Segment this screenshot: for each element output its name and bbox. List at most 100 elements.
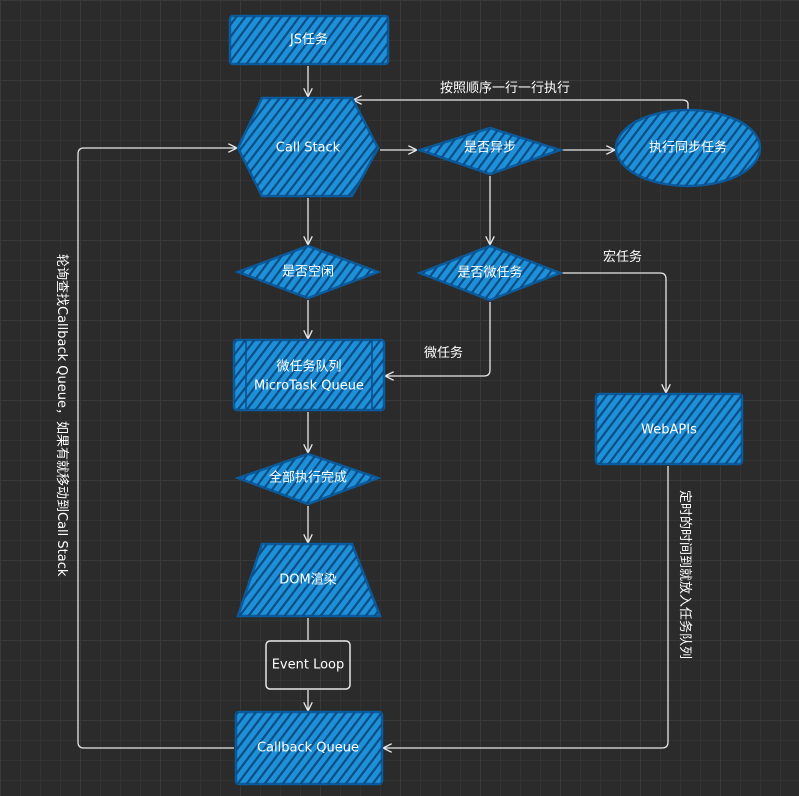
hatch-stroke — [395, 452, 435, 506]
node-callback-queue: Callback Queue — [234, 710, 384, 786]
hatch-stroke — [281, 712, 339, 784]
hatch-stroke — [335, 722, 382, 784]
hatch-stroke — [230, 16, 266, 64]
hatch-stroke — [400, 542, 458, 618]
hatch-stroke — [282, 98, 364, 196]
hatch-stroke — [727, 110, 760, 186]
hatch-stroke — [353, 16, 388, 64]
hatch-stroke — [751, 392, 799, 466]
hatch-stroke — [371, 41, 388, 64]
hatch-stroke — [774, 108, 799, 188]
hatch-stroke — [290, 16, 329, 64]
hatch-stroke — [596, 394, 609, 412]
hatch-stroke — [526, 392, 582, 466]
hatch-stroke — [389, 14, 427, 66]
hatch-stroke — [140, 96, 218, 198]
node-exec-sync: 执行同步任务 — [614, 108, 799, 188]
hatch-stroke — [374, 126, 411, 176]
hatch-stroke — [345, 98, 378, 196]
node-microtask-queue-label-1: 微任务队列 — [276, 359, 341, 375]
hatch-stroke — [238, 98, 274, 196]
hatch-stroke — [336, 98, 378, 196]
node-web-apis: WebAPIs — [526, 392, 799, 466]
hatch-stroke — [581, 126, 618, 176]
hatch-stroke — [238, 98, 301, 196]
hatch-stroke — [375, 244, 418, 302]
hatch-stroke — [318, 98, 378, 196]
hatch-stroke — [164, 338, 220, 412]
hatch-stroke — [778, 392, 799, 466]
label-microtask: 微任务 — [424, 345, 463, 361]
edge-webapis-to-cb — [384, 466, 669, 748]
hatch-stroke — [236, 712, 294, 784]
label-polling-note: 轮询查找Callback Queue，如果有就移动到Call Stack — [54, 254, 70, 577]
hatch-stroke — [234, 340, 256, 369]
hatch-stroke — [445, 542, 503, 618]
hatch-stroke — [285, 454, 329, 504]
hatch-stroke — [263, 340, 319, 410]
hatch-stroke — [344, 734, 382, 784]
hatch-stroke — [255, 98, 337, 196]
hatch-stroke — [308, 340, 364, 410]
hatch-stroke — [273, 98, 355, 196]
hatch-stroke — [413, 452, 453, 506]
hatch-stroke — [380, 53, 388, 64]
hatch-stroke — [326, 712, 382, 784]
hatch-stroke — [742, 392, 798, 466]
hatch-stroke — [643, 394, 699, 464]
hatch-stroke — [230, 16, 239, 28]
hatch-stroke — [245, 712, 303, 784]
hatch-stroke — [596, 394, 600, 400]
hatch-stroke — [234, 340, 265, 381]
hatch-stroke — [344, 16, 383, 64]
hatch-stroke — [434, 14, 472, 66]
hatch-stroke — [254, 16, 293, 64]
hatch-stroke — [327, 98, 378, 196]
hatch-stroke — [264, 98, 346, 196]
hatch-stroke — [607, 394, 663, 464]
hatch-stroke — [391, 542, 449, 618]
hatch-stroke — [416, 14, 454, 66]
hatch-stroke — [344, 357, 384, 410]
hatch-stroke — [236, 712, 258, 741]
hatch-stroke — [353, 544, 380, 616]
hatch-stroke — [418, 542, 476, 618]
hatch-stroke — [362, 544, 380, 616]
hatch-stroke — [175, 542, 233, 618]
hatch-stroke — [234, 340, 247, 358]
hatch-stroke — [317, 340, 373, 410]
node-web-apis-label: WebAPIs — [641, 423, 697, 438]
hatch-stroke — [673, 110, 737, 186]
label-macrotask: 宏任务 — [603, 249, 642, 265]
edge-micro-to-webapis — [562, 272, 666, 392]
hatch-stroke — [407, 14, 445, 66]
hatch-stroke — [375, 454, 378, 504]
hatch-stroke — [272, 712, 330, 784]
edge-micro-to-mq — [386, 302, 491, 376]
hatch-stroke — [596, 394, 618, 423]
hatch-stroke — [238, 544, 243, 616]
hatch-stroke — [382, 542, 440, 618]
hatch-stroke — [425, 14, 463, 66]
hatch-stroke — [754, 110, 760, 186]
hatch-stroke — [290, 340, 346, 410]
hatch-stroke — [596, 394, 627, 435]
hatch-stroke — [409, 542, 467, 618]
hatch-stroke — [637, 110, 701, 186]
hatch-stroke — [335, 345, 384, 410]
node-is-async: 是否异步 — [374, 126, 618, 176]
hatch-stroke — [238, 98, 283, 196]
label-timer-note: 定时的时间到就放入任务队列 — [677, 490, 693, 659]
hatch-stroke — [272, 340, 328, 410]
hatch-stroke — [254, 544, 315, 616]
hatch-stroke — [563, 126, 600, 176]
node-callback-queue-label: Callback Queue — [257, 741, 359, 756]
hatch-stroke — [616, 394, 672, 464]
label-sequential: 按照顺序一行一行执行 — [440, 81, 570, 96]
hatch-stroke — [670, 394, 726, 464]
hatch-stroke — [272, 544, 333, 616]
node-all-done-label: 全部执行完成 — [269, 470, 347, 486]
hatch-stroke — [688, 394, 742, 464]
hatch-stroke — [353, 745, 382, 784]
hatch-stroke — [596, 394, 645, 459]
